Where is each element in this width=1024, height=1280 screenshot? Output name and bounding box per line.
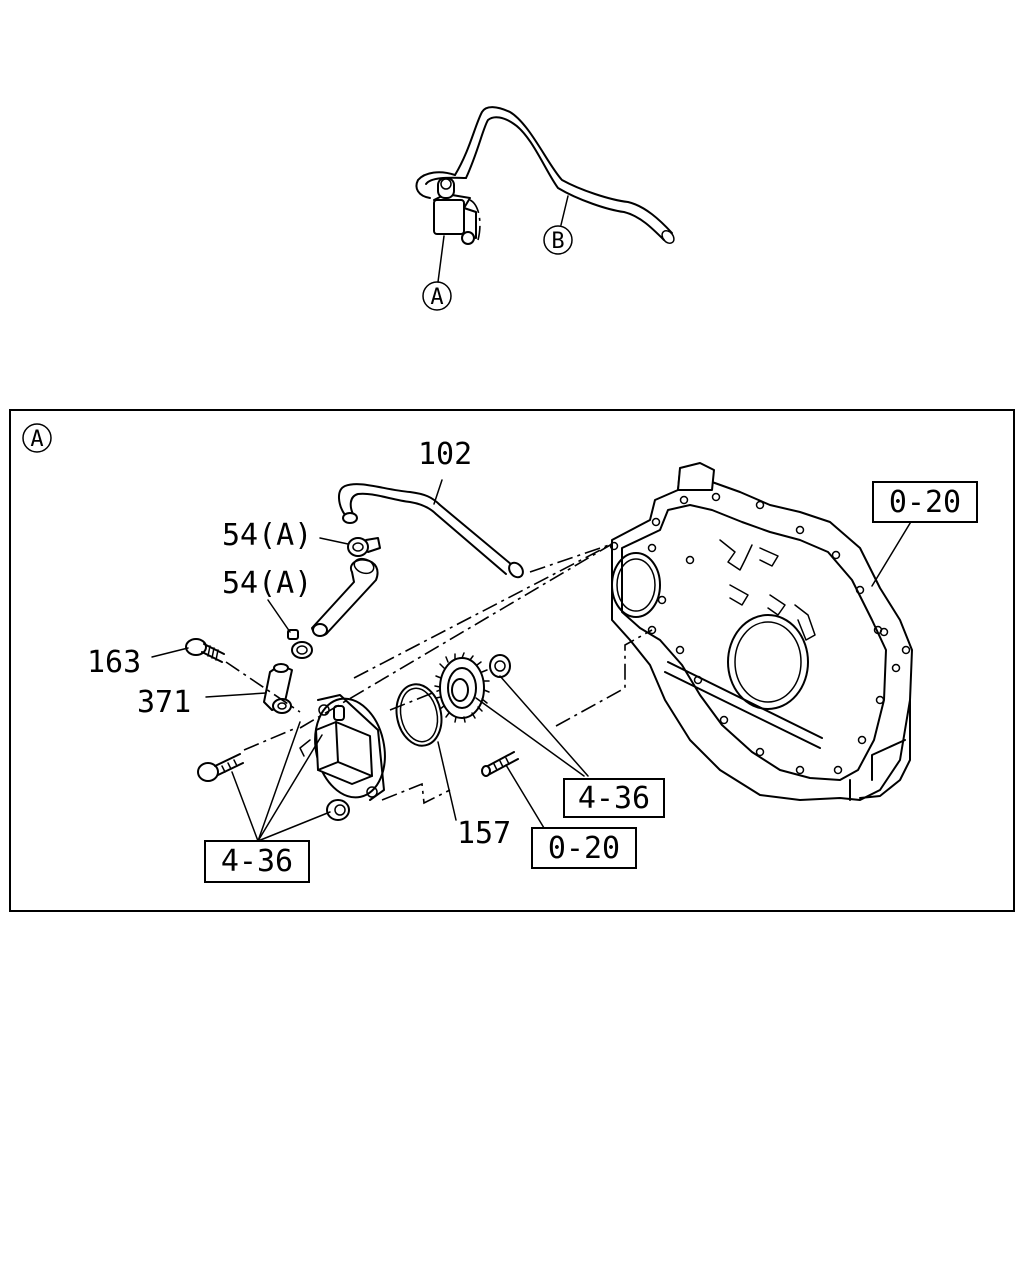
assembly-centerlines: [225, 543, 653, 805]
ref-box-4-36-left: 4-36: [204, 840, 310, 883]
vacuum-pump: [299, 694, 386, 801]
overview-valve: [433, 177, 481, 245]
part-labels: 102 54(A) 54(A) 163 371 157: [87, 437, 511, 851]
ref-0-20-top-label: 0-20: [889, 485, 961, 520]
ref-4-36-right-label: 4-36: [578, 781, 650, 816]
overview-pipe: [454, 106, 673, 234]
ref-4-36-left-label: 4-36: [221, 844, 293, 879]
drive-gear: [434, 652, 490, 723]
label-102: 102: [418, 437, 472, 472]
detail-view-label: A: [30, 427, 43, 452]
rubber-hose: [311, 557, 379, 637]
overview-assembly: A B: [415, 106, 675, 311]
detail-frame: [9, 409, 1015, 912]
pump-nut: [326, 799, 350, 821]
label-54a-upper: 54(A): [222, 518, 312, 553]
ref-box-0-20-top: 0-20: [872, 481, 978, 523]
o-ring-157: [395, 683, 443, 747]
housing-bolt-holes: [609, 492, 911, 775]
overview-callout-b: B: [543, 225, 573, 255]
overview-leader-a: [437, 235, 445, 283]
flywheel-housing: [609, 462, 913, 801]
overview-callout-a: A: [422, 281, 452, 311]
overview-leader-b: [560, 195, 569, 226]
overview-pipe-end: [661, 229, 675, 245]
label-371: 371: [137, 685, 191, 720]
ref-0-20-bottom-label: 0-20: [548, 831, 620, 866]
pump-bolt: [197, 753, 244, 782]
ref-box-4-36-right: 4-36: [563, 778, 665, 818]
leader-lines: [151, 479, 913, 842]
label-157: 157: [457, 816, 511, 851]
gear-nut: [489, 654, 511, 678]
pipe-102: [338, 483, 524, 579]
label-163: 163: [87, 645, 141, 680]
label-54a-lower: 54(A): [222, 566, 312, 601]
clamp-54a-lower: [287, 629, 313, 659]
ref-box-0-20-bottom: 0-20: [531, 827, 637, 869]
overview-callout-a-label: A: [430, 285, 443, 310]
bolt-163: [185, 638, 225, 663]
detail-view-callout: A: [22, 423, 52, 453]
stud: [481, 751, 519, 777]
clamp-54a-upper: [347, 537, 381, 557]
overview-callout-b-label: B: [551, 229, 564, 254]
pipe-371: [263, 663, 293, 714]
overview-pipe-outline: [465, 116, 665, 241]
